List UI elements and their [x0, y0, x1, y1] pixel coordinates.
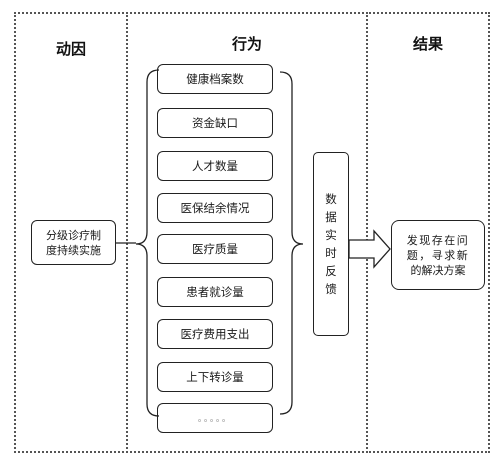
behavior-item-funding-gap: 资金缺口	[157, 108, 273, 138]
behavior-item-insurance-balance: 医保结余情况	[157, 193, 273, 223]
feedback-char-6: 馈	[325, 282, 337, 296]
behavior-item-medical-quality: 医疗质量	[157, 234, 273, 264]
result-panel-title: 结果	[412, 35, 443, 53]
result-box: 发现存在问 题，寻求新 的解决方案	[391, 220, 485, 290]
cause-box: 分级诊疗制 度持续实施	[31, 220, 116, 265]
behavior-item-health-records: 健康档案数	[157, 64, 273, 94]
feedback-char-1: 数	[325, 192, 337, 206]
feedback-char-4: 时	[325, 246, 337, 260]
feedback-char-5: 反	[325, 264, 337, 278]
result-box-line2: 题，寻求新	[406, 248, 470, 262]
behavior-item-talent-count: 人才数量	[157, 151, 273, 181]
feedback-box: 数 据 实 时 反 馈	[313, 152, 349, 336]
behavior-item-patient-visits: 患者就诊量	[157, 277, 273, 307]
behavior-item-more: 。。。。。	[157, 403, 273, 433]
behavior-panel-title: 行为	[231, 35, 262, 53]
cause-panel-title: 动因	[55, 40, 86, 58]
cause-box-line2: 度持续实施	[46, 243, 101, 257]
feedback-char-2: 据	[325, 210, 337, 224]
cause-box-line1: 分级诊疗制	[46, 228, 101, 242]
behavior-item-referrals: 上下转诊量	[157, 362, 273, 392]
result-box-line3: 的解决方案	[410, 263, 466, 277]
result-box-line1: 发现存在问	[406, 233, 470, 247]
behavior-item-medical-expenses: 医疗费用支出	[157, 319, 273, 349]
feedback-char-3: 实	[325, 228, 337, 242]
